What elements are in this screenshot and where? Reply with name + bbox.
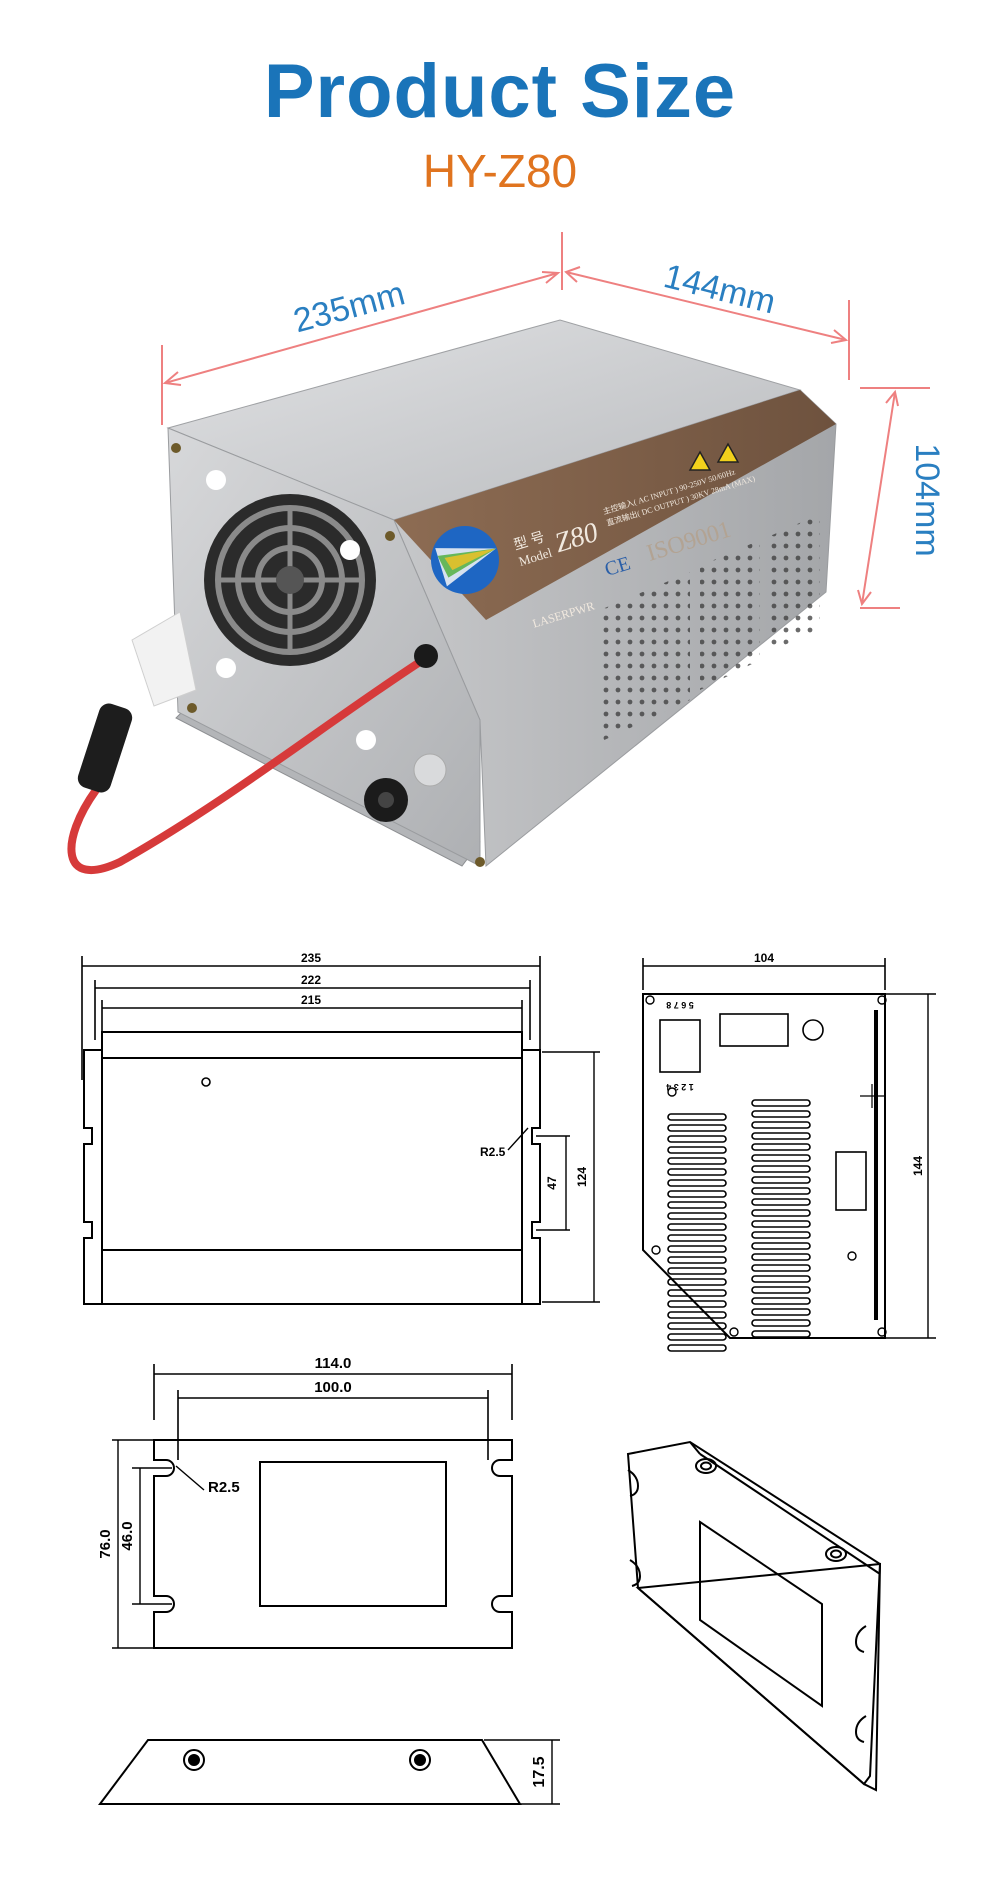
vent-holes-3	[770, 514, 820, 652]
vent-slot	[751, 1220, 811, 1228]
bracket-profile-drawing	[98, 1739, 560, 1805]
dim-46-label: 46.0	[119, 1521, 136, 1550]
hv-output-icon	[414, 644, 438, 668]
dim-100-label: 100.0	[314, 1379, 352, 1396]
warning-icon	[688, 450, 712, 471]
vent-slot	[751, 1143, 811, 1151]
vent-slot	[667, 1311, 727, 1319]
vent-slot	[667, 1157, 727, 1165]
vent-slot	[751, 1187, 811, 1195]
vent-slot	[667, 1333, 727, 1341]
vent-slot	[667, 1124, 727, 1132]
dimension-lines-photo	[161, 232, 930, 609]
vent-slot	[667, 1168, 727, 1176]
vent-slot	[751, 1154, 811, 1162]
dim-104-label: 104	[754, 951, 774, 965]
fan-icon	[204, 494, 376, 666]
vent-slot	[667, 1135, 727, 1143]
vent-slots-left	[667, 1113, 727, 1352]
vent-slot	[751, 1297, 811, 1305]
vent-holes-1	[600, 572, 690, 742]
vent-slot	[751, 1308, 811, 1316]
vent-slot	[751, 1275, 811, 1283]
vent-slot	[667, 1223, 727, 1231]
vent-slot	[667, 1256, 727, 1264]
vent-slot	[751, 1209, 811, 1217]
brand-logo	[431, 526, 499, 594]
dim-215-label: 215	[301, 993, 321, 1007]
vent-slot	[751, 1242, 811, 1250]
vent-slot	[751, 1165, 811, 1173]
vent-slot	[751, 1264, 811, 1272]
vent-slot	[667, 1300, 727, 1308]
dim-175-label: 17.5	[531, 1756, 548, 1787]
vent-slot	[751, 1198, 811, 1206]
dim-222-label: 222	[301, 973, 321, 987]
vent-slot	[667, 1190, 727, 1198]
vent-slots-right	[751, 1099, 811, 1338]
vent-slot	[667, 1234, 727, 1242]
vent-slot	[667, 1146, 727, 1154]
vent-slot	[751, 1253, 811, 1261]
width-dimension-label: 144mm	[660, 257, 779, 321]
dim-76-label: 76.0	[97, 1529, 114, 1558]
vent-slot	[751, 1319, 811, 1327]
vent-slot	[751, 1132, 811, 1140]
vent-slot	[667, 1289, 727, 1297]
ac-connector	[131, 611, 197, 707]
vent-slot	[751, 1286, 811, 1294]
vent-holes-2	[700, 540, 760, 690]
dim-144-label: 144	[911, 1156, 925, 1176]
pins-top-label: 5 6 7 8	[666, 1000, 694, 1010]
dim-124-label: 124	[575, 1167, 589, 1187]
vent-slot	[667, 1245, 727, 1253]
bracket-drawing	[112, 1364, 513, 1649]
warning-icon	[716, 442, 740, 463]
vent-slot	[751, 1330, 811, 1338]
vent-slot	[751, 1231, 811, 1239]
dim-235-label: 235	[301, 951, 321, 965]
vent-slot	[667, 1179, 727, 1187]
hv-cable	[67, 654, 429, 875]
vent-slot	[751, 1121, 811, 1129]
vent-slot	[667, 1113, 727, 1121]
bracket-isometric-drawing	[626, 1440, 882, 1792]
dim-114-label: 114.0	[315, 1355, 352, 1372]
pins-left-label: 1 2 3 4	[666, 1082, 694, 1092]
vent-slot	[667, 1267, 727, 1275]
vent-slot	[667, 1278, 727, 1286]
vent-slot	[751, 1110, 811, 1118]
model-subtitle: HY-Z80	[422, 145, 578, 197]
dim-r25-bracket-label: R2.5	[208, 1479, 240, 1496]
vent-slot	[667, 1201, 727, 1209]
height-dimension-label: 104mm	[908, 443, 946, 556]
vent-slot	[667, 1322, 727, 1330]
dim-47-label: 47	[545, 1176, 559, 1190]
vent-slot	[751, 1099, 811, 1107]
power-supply-photo: 型 号 Model Z80 主控输入( AC INPUT ) 90-250V 5…	[67, 319, 837, 875]
vent-slot	[667, 1344, 727, 1352]
page-title: Product Size	[263, 49, 737, 134]
vent-slot	[751, 1176, 811, 1184]
vent-slot	[667, 1212, 727, 1220]
side-view-drawing	[81, 956, 600, 1305]
top-view-drawing	[642, 958, 936, 1339]
dim-r25-label: R2.5	[480, 1145, 506, 1159]
